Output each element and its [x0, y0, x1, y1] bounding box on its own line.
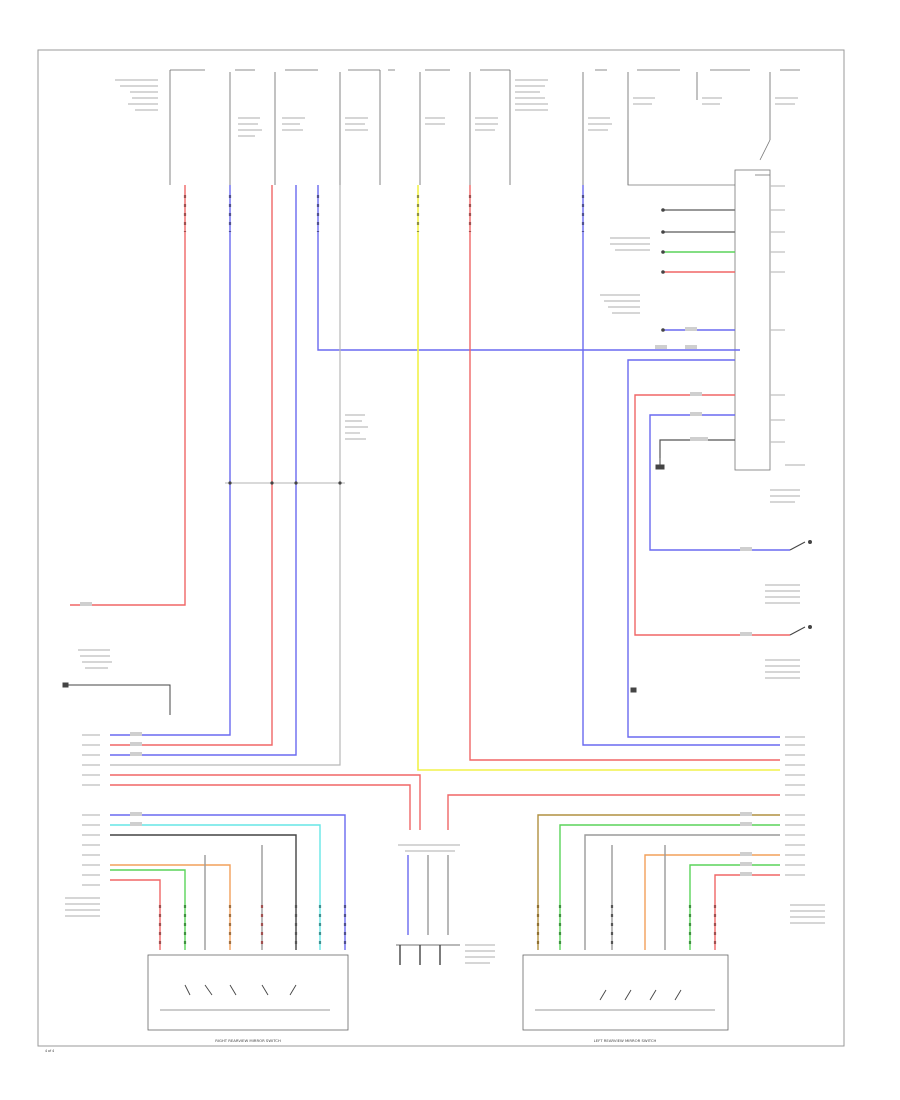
right-harness: [537, 814, 780, 950]
wire-blue-4: [582, 185, 780, 746]
connector-marks: [158, 195, 717, 945]
left-pin-labels: [65, 734, 100, 917]
left-switch-contacts: [160, 984, 330, 1011]
ecu-pin-labels: [770, 185, 805, 466]
illegible-text-blocks: [115, 79, 798, 137]
switch-contact: [789, 540, 812, 636]
mirror-ecu-block: [627, 120, 771, 471]
wire-red-2: [110, 185, 273, 746]
left-mirror-switch-box: [522, 954, 729, 1031]
wire-yellow: [417, 185, 780, 771]
top-fuse-bus: [169, 69, 800, 185]
splice-dots: [228, 481, 342, 485]
wire-red-4: [634, 394, 790, 636]
wire-blue-2: [110, 185, 297, 756]
ecu-stub-wires: [663, 209, 735, 331]
right-pin-labels: [785, 736, 825, 924]
wire-gray-1: [110, 185, 341, 766]
right-switch-caption: RIGHT REARVIEW MIRROR SWITCH: [215, 1038, 281, 1043]
center-connector: [396, 794, 780, 965]
connector-pin: [661, 208, 665, 332]
fuse-labels: [205, 60, 780, 72]
wire-blue-5: [627, 359, 780, 738]
left-ground-text: [78, 649, 112, 669]
wire-dark-1: [659, 439, 735, 458]
wire-blue-1: [110, 185, 231, 736]
wire-blue-6: [649, 414, 790, 551]
diagram-frame: [37, 49, 845, 1047]
wire-labels: [80, 327, 752, 876]
wire-red-3: [469, 185, 780, 761]
left-switch-caption: LEFT REARVIEW MIRROR SWITCH: [594, 1038, 657, 1043]
left-harness: [110, 774, 421, 950]
wire-red-left: [70, 185, 186, 606]
mid-text-stubs: [345, 237, 800, 679]
ground-symbol: [62, 458, 665, 693]
right-mirror-switch-box: [147, 954, 349, 1031]
page-marker: 4 of 4: [45, 1049, 54, 1053]
wire-ground-left: [68, 684, 171, 715]
center-connector-text: [398, 844, 495, 964]
right-switch-contacts: [535, 989, 715, 1011]
wire-blue-3: [317, 185, 740, 351]
